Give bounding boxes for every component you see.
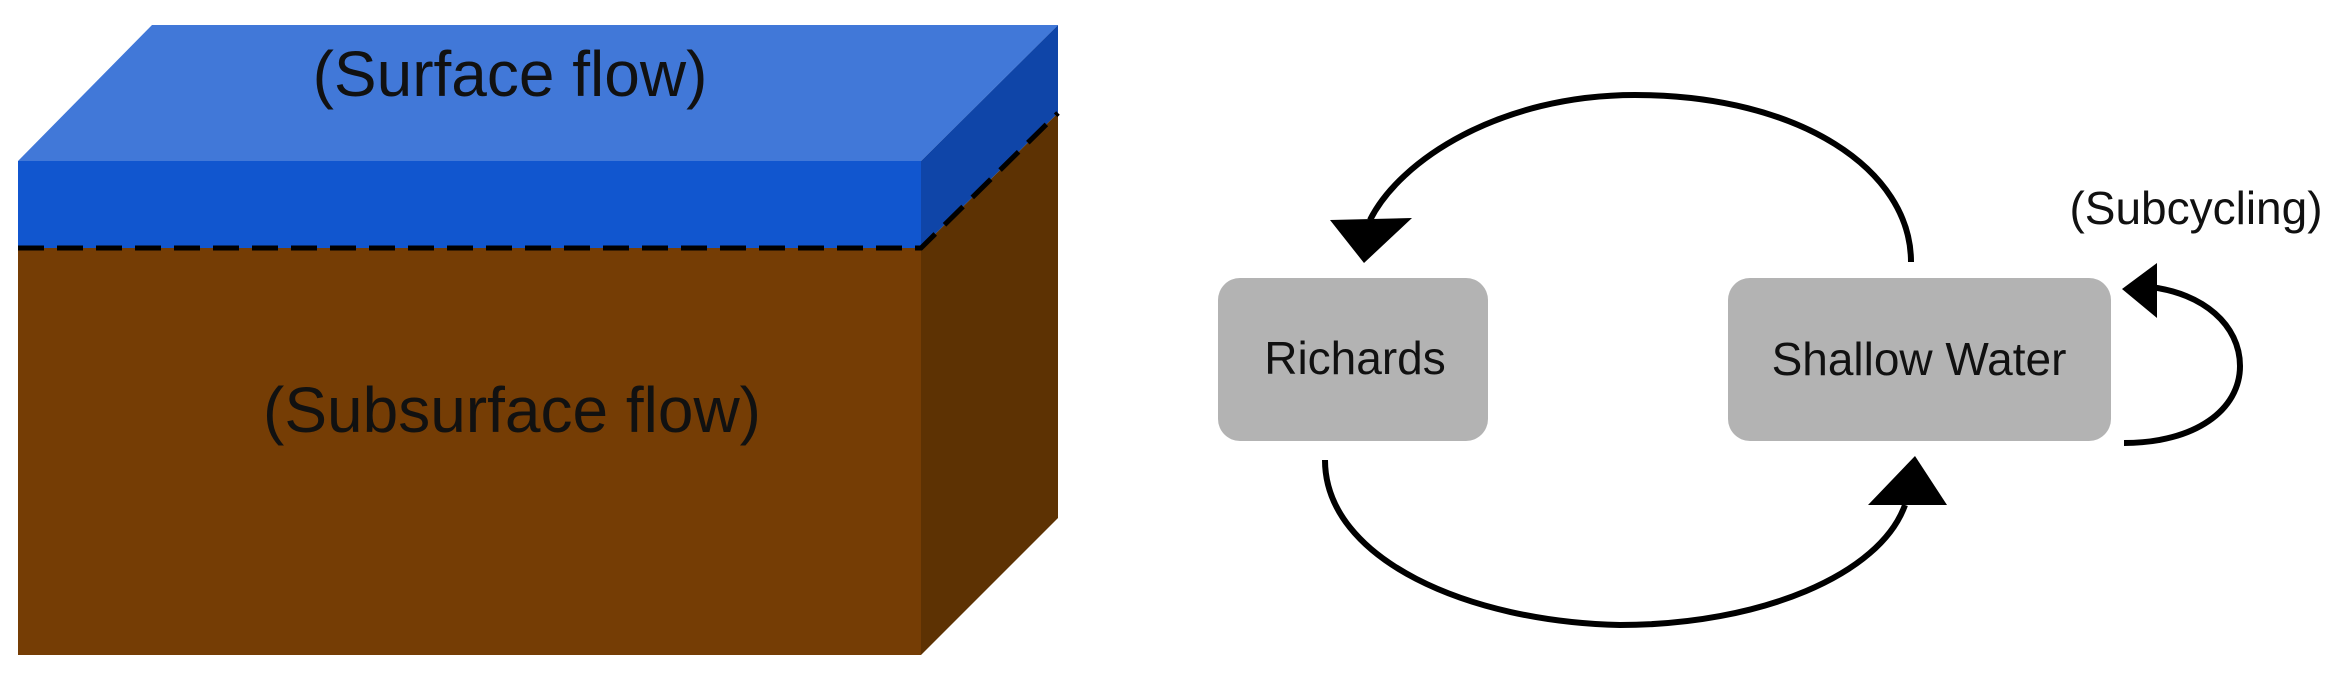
subcycling-loop (2122, 263, 2244, 446)
subcycling-label: (Subcycling) (2069, 182, 2322, 234)
subcycling-loop-arrowhead (2122, 263, 2157, 318)
subsurface-layer-side-face (921, 113, 1058, 655)
surface-layer-front-face (18, 161, 921, 248)
shallow-water-label: Shallow Water (1772, 333, 2067, 385)
surface-layer-side-face (921, 25, 1058, 248)
richards-box (1218, 278, 1488, 441)
arrow-shallow-water-to-richards (1330, 91, 1914, 263)
subsurface-flow-label: (Subsurface flow) (263, 374, 761, 446)
coupling-diagram: Richards Shallow Water (Subcycling) (1218, 91, 2323, 629)
surface-flow-label: (Surface flow) (313, 38, 708, 110)
richards-label: Richards (1264, 332, 1446, 384)
arrow-lower-curve (1322, 459, 1908, 629)
arrow-upper-head (1330, 218, 1412, 263)
arrow-upper-curve (1367, 91, 1914, 263)
arrow-lower-head (1868, 456, 1947, 505)
surface-subsurface-interface-line (18, 111, 1060, 251)
subcycling-loop-curve (2123, 284, 2244, 446)
layered-block: (Surface flow) (Subsurface flow) (18, 25, 1060, 655)
subsurface-layer-front-face (18, 248, 921, 655)
shallow-water-node: Shallow Water (1728, 278, 2111, 441)
surface-layer-top-face (18, 25, 1058, 161)
richards-node: Richards (1218, 278, 1488, 441)
shallow-water-box (1728, 278, 2111, 441)
arrow-richards-to-shallow-water (1322, 456, 1947, 629)
